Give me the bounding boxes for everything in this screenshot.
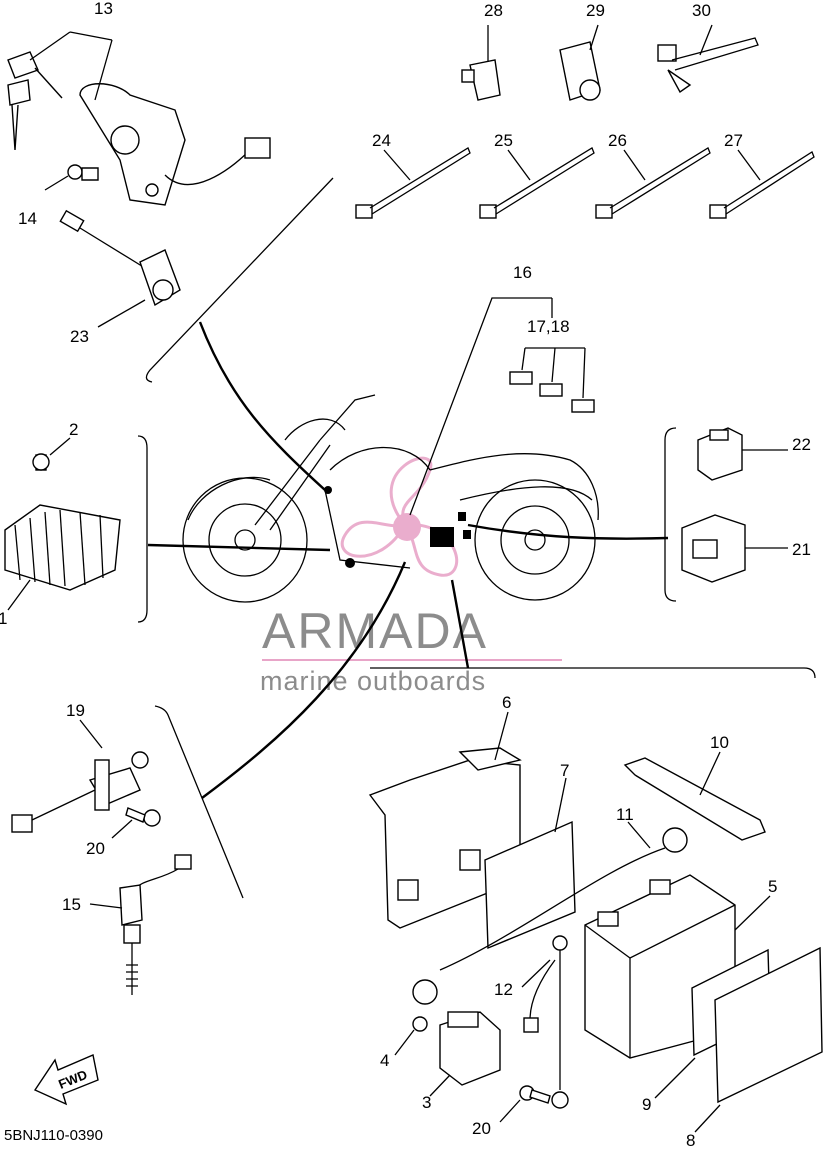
screw-20b-icon <box>519 1085 551 1104</box>
cable-tie-26-icon <box>595 147 711 219</box>
callout-23: 23 <box>70 327 89 346</box>
pad-8-icon <box>714 946 823 1104</box>
group-brackets <box>137 177 816 899</box>
fuse-18-icon <box>539 383 595 413</box>
callout-25: 25 <box>494 131 513 150</box>
callout-6: 6 <box>502 693 511 712</box>
callout-14: 14 <box>18 209 37 228</box>
callout-20-b: 20 <box>472 1119 491 1138</box>
clamp-30-icon <box>657 37 759 94</box>
sensor-23-icon <box>59 209 181 307</box>
fuse-17-icon <box>509 371 533 385</box>
pad-7-icon <box>484 820 576 950</box>
callout-12: 12 <box>494 980 513 999</box>
callout-2: 2 <box>69 420 78 439</box>
relay-22-icon <box>697 427 743 481</box>
callout-1: 1 <box>0 609 7 628</box>
callout-16: 16 <box>513 263 532 282</box>
callout-28: 28 <box>484 1 503 20</box>
connector-lines <box>147 321 669 799</box>
cable-tie-25-icon <box>479 147 595 219</box>
callout-10: 10 <box>710 733 729 752</box>
callout-4: 4 <box>380 1051 389 1070</box>
watermark-brand: ARMADA <box>262 603 488 659</box>
strap-10-icon <box>623 757 766 841</box>
key-bolt-icon <box>67 164 99 181</box>
reference-code: 5BNJ110-0390 <box>4 1127 103 1144</box>
callout-22: 22 <box>792 435 811 454</box>
callout-3: 3 <box>422 1093 431 1112</box>
cable-tie-27-icon <box>709 151 815 219</box>
callout-26: 26 <box>608 131 627 150</box>
cable-12-icon <box>523 935 569 1109</box>
callout-19: 19 <box>66 701 85 720</box>
watermark-tagline: marine outboards <box>260 666 486 696</box>
relay-21-icon <box>681 514 746 583</box>
callout-30: 30 <box>692 1 711 20</box>
callout-21: 21 <box>792 540 811 559</box>
vent-tube-11-icon <box>412 827 688 1005</box>
ignition-switch-icon <box>7 51 271 206</box>
sensor-19-icon <box>11 751 149 833</box>
screw-4-icon <box>412 1016 428 1032</box>
switch-15-icon <box>119 854 192 995</box>
starter-relay-3-icon <box>439 1011 501 1086</box>
callout-24: 24 <box>372 131 391 150</box>
forward-arrow-icon: FWD <box>33 1054 99 1106</box>
clamp-28-icon <box>461 59 501 101</box>
battery-bracket-6-icon <box>368 747 522 929</box>
rectifier-icon <box>4 453 121 591</box>
callout-20-a: 20 <box>86 839 105 858</box>
callout-8: 8 <box>686 1131 695 1150</box>
callout-5: 5 <box>768 877 777 896</box>
callout-29: 29 <box>586 1 605 20</box>
callout-13: 13 <box>94 0 113 18</box>
clamp-29-icon <box>559 41 601 101</box>
callout-27: 27 <box>724 131 743 150</box>
motorcycle-outline <box>182 394 599 603</box>
cable-tie-24-icon <box>355 147 471 219</box>
callout-9: 9 <box>642 1095 651 1114</box>
callout-15: 15 <box>62 895 81 914</box>
callout-7: 7 <box>560 761 569 780</box>
watermark-logo-icon <box>341 456 459 577</box>
callout-11: 11 <box>616 805 634 824</box>
screw-20a-icon <box>125 807 161 827</box>
watermark: ARMADA marine outboards <box>260 456 562 696</box>
callout-17-18: 17,18 <box>527 317 570 336</box>
